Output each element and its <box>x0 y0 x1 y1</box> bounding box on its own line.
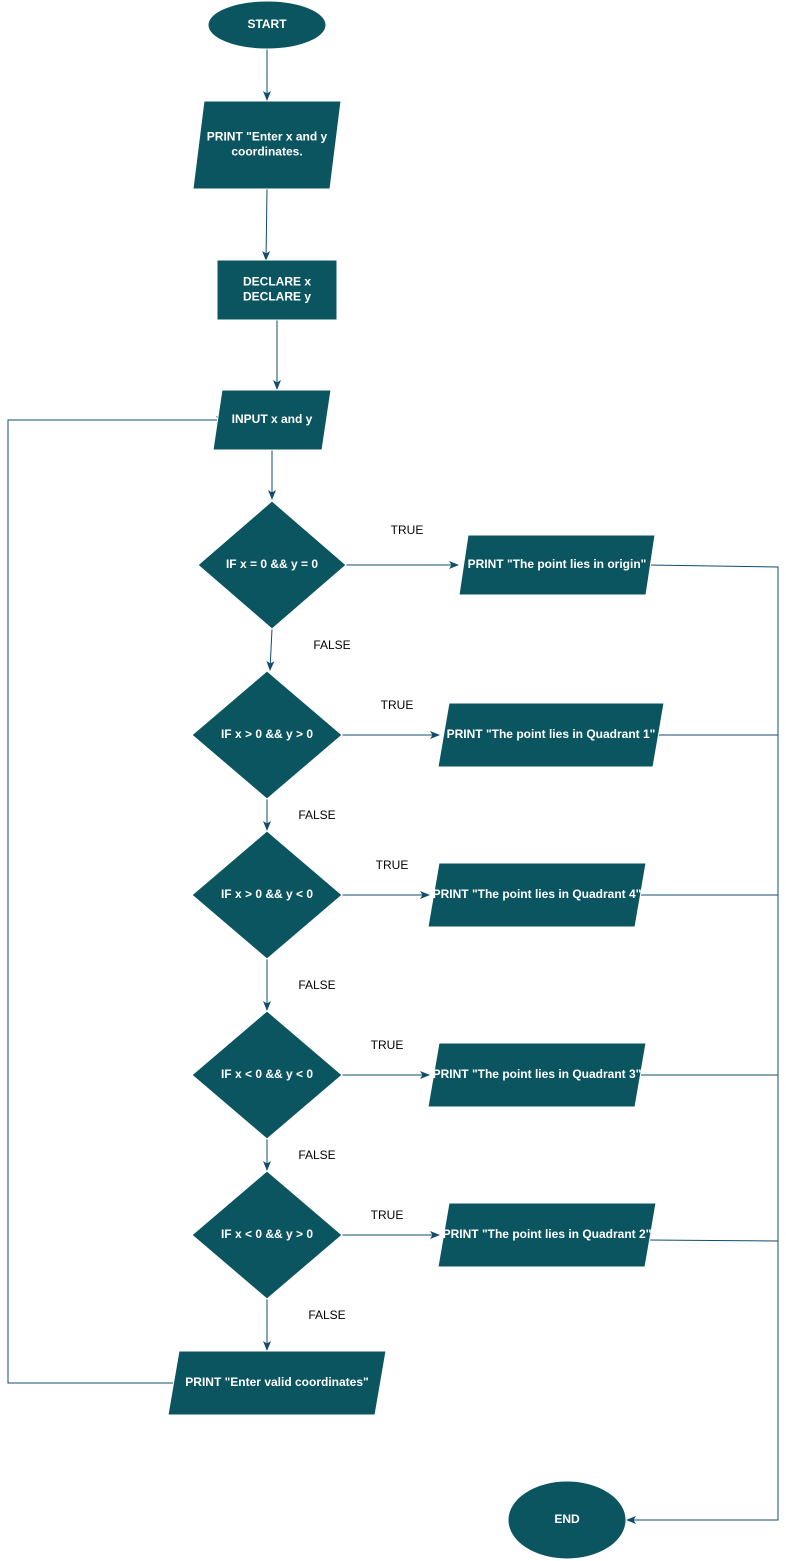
edge-label-true-if_q4: TRUE <box>376 858 409 872</box>
node-if-q2-shape <box>191 1170 343 1300</box>
node-if-q3-label: IF x < 0 && y < 0 <box>221 1067 313 1081</box>
connectors <box>7 49 779 1524</box>
edge-label-false-if_q3: FALSE <box>298 1148 335 1162</box>
node-declare-label: DECLARE y <box>243 290 311 304</box>
connector-print_q2-to-end <box>647 1239 779 1242</box>
node-if-q1-shape <box>191 670 343 800</box>
edge-labels: TRUE FALSE TRUE FALSE TRUE FALSE TRUE FALSE TRUE… <box>298 523 423 1322</box>
node-if-q1-label: IF x > 0 && y > 0 <box>221 727 313 741</box>
node-print-q2-label: PRINT "The point lies in Quadrant 2" <box>443 1227 652 1241</box>
node-print-enter-label: PRINT "Enter x and y <box>207 130 328 144</box>
node-if-origin-label: IF x = 0 && y = 0 <box>226 557 318 571</box>
node-print-invalid-label: PRINT "Enter valid coordinates" <box>185 1375 368 1389</box>
node-print-enter-shape <box>192 100 342 190</box>
node-if-q3-shape <box>191 1010 343 1140</box>
node-if-origin: IF x = 0 && y = 0 <box>197 500 347 630</box>
node-print-q3: PRINT "The point lies in Quadrant 3" <box>427 1042 647 1108</box>
node-input-label: INPUT x and y <box>232 412 313 426</box>
node-start-shape <box>207 0 327 50</box>
edge-label-true-if_origin: TRUE <box>391 523 424 537</box>
node-if-q3: IF x < 0 && y < 0 <box>191 1010 343 1140</box>
edge-label-true-if_q2: TRUE <box>371 1208 404 1222</box>
node-declare-label: DECLARE x <box>243 275 311 289</box>
node-end: END <box>507 1480 627 1560</box>
connector-print_enter-to-declare <box>262 188 271 261</box>
node-if-q4: IF x > 0 && y < 0 <box>191 830 343 960</box>
connector-print_invalid-to-input <box>7 416 226 1384</box>
node-print-q1-label: PRINT "The point lies in Quadrant 1" <box>447 727 656 741</box>
node-print-q1-shape <box>437 702 665 768</box>
edge-label-true-if_q1: TRUE <box>381 698 414 712</box>
node-print-q3-shape <box>427 1042 647 1108</box>
edge-label-false-if_q2: FALSE <box>308 1308 345 1322</box>
node-if-q1: IF x > 0 && y > 0 <box>191 670 343 800</box>
node-if-q2-label: IF x < 0 && y > 0 <box>221 1227 313 1241</box>
node-print-origin: PRINT "The point lies in origin" <box>458 534 656 596</box>
node-if-q2: IF x < 0 && y > 0 <box>191 1170 343 1300</box>
node-end-label: END <box>554 1512 580 1526</box>
node-print-invalid-shape <box>167 1350 387 1416</box>
node-print-q4-label: PRINT "The point lies in Quadrant 4" <box>433 887 642 901</box>
node-input-shape <box>212 389 332 451</box>
node-print-enter-label: coordinates. <box>231 145 302 159</box>
edge-label-false-if_origin: FALSE <box>313 638 350 652</box>
edge-label-false-if_q1: FALSE <box>298 808 335 822</box>
node-print-q4: PRINT "The point lies in Quadrant 4" <box>427 862 647 928</box>
node-print-q2-shape <box>437 1202 657 1268</box>
edge-label-true-if_q3: TRUE <box>371 1038 404 1052</box>
node-print-q1: PRINT "The point lies in Quadrant 1" <box>437 702 665 768</box>
edge-label-false-if_q4: FALSE <box>298 978 335 992</box>
connector-print_origin-to-end <box>626 564 779 1524</box>
node-print-q2: PRINT "The point lies in Quadrant 2" <box>437 1202 657 1268</box>
node-if-q4-shape <box>191 830 343 960</box>
node-print-origin-label: PRINT "The point lies in origin" <box>468 557 647 571</box>
node-end-shape <box>507 1480 627 1560</box>
node-start: START <box>207 0 327 50</box>
node-print-q4-shape <box>427 862 647 928</box>
node-input: INPUT x and y <box>212 389 332 451</box>
node-if-origin-shape <box>197 500 347 630</box>
node-print-q3-label: PRINT "The point lies in Quadrant 3" <box>433 1067 642 1081</box>
node-if-q4-label: IF x > 0 && y < 0 <box>221 887 313 901</box>
connector-if_origin-to-if_q1 <box>266 628 275 671</box>
node-declare-shape <box>216 259 338 321</box>
node-start-label: START <box>247 17 287 31</box>
node-print-invalid: PRINT "Enter valid coordinates" <box>167 1350 387 1416</box>
node-print-origin-shape <box>458 534 656 596</box>
